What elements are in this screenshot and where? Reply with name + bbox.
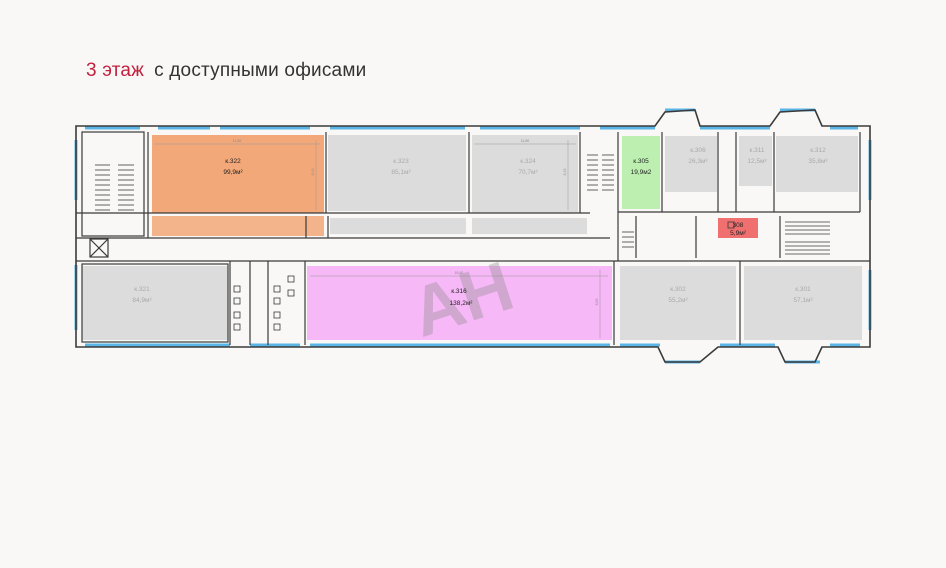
room-324-dim-height: 6,15 — [563, 169, 567, 176]
room-322-corridor-fill — [152, 216, 324, 236]
sanitary-fixtures — [233, 221, 735, 331]
room-316-number: к.316 — [451, 288, 467, 295]
room-305-area: 19,9м2 — [631, 169, 652, 176]
room-305-number: к.305 — [633, 158, 649, 165]
room-302-area: 55,2м² — [668, 297, 688, 304]
floor-subtitle: с доступными офисами — [154, 60, 367, 81]
room-311: к.311 12,5м² — [747, 147, 767, 165]
room-316-fill[interactable] — [307, 266, 612, 340]
dimension-lines — [154, 140, 608, 338]
room-321-area: 84,9м² — [132, 297, 152, 304]
room-302-number: к.302 — [670, 286, 686, 293]
room-324-area: 70,7м² — [518, 169, 538, 176]
room-301-area: 57,1м² — [793, 297, 813, 304]
room-306-number: к.306 — [690, 147, 706, 154]
floor-number: 3 этаж — [86, 60, 145, 81]
room-316-area: 138,2м² — [450, 300, 474, 307]
room-312: к.312 35,8м² — [808, 147, 828, 165]
room-322-number: к.322 — [225, 158, 241, 165]
outer-walls — [75, 109, 871, 363]
room-321: к.321 84,9м² — [132, 286, 152, 304]
room-301-number: к.301 — [795, 286, 811, 293]
room-324: к.324 70,7м² — [518, 158, 538, 176]
room-311-area: 12,5м² — [747, 158, 767, 165]
room-316-dim-width: 18,60 — [455, 271, 464, 275]
room-311-number: к.311 — [749, 147, 764, 154]
room-312-number: к.312 — [810, 147, 826, 154]
interior-walls — [76, 131, 870, 345]
room-322-area: 99,9м² — [223, 169, 243, 176]
room-324-dim-width: 11,60 — [521, 139, 530, 143]
room-322-dim-height: 6,15 — [311, 169, 315, 176]
room-305-fill[interactable] — [622, 136, 660, 209]
room-323-number: к.323 — [393, 158, 409, 165]
room-305[interactable]: к.305 19,9м2 — [631, 158, 652, 176]
room-321-number: к.321 — [134, 286, 150, 293]
room-316[interactable]: к.316 138,2м² — [450, 288, 474, 307]
room-302: к.302 55,2м² — [668, 286, 688, 304]
room-322[interactable]: к.322 99,9м² — [223, 158, 243, 176]
page-title: 3 этаж с доступными офисами — [86, 60, 366, 82]
room-322-dim-width: 11,60 — [233, 139, 242, 143]
room-306-area: 26,3м² — [688, 158, 708, 165]
room-322-fill[interactable] — [152, 135, 324, 213]
room-301: к.301 57,1м² — [793, 286, 813, 304]
room-324-number: к.324 — [520, 158, 536, 165]
room-306: к.306 26,3м² — [688, 147, 708, 165]
stairs — [95, 154, 830, 255]
room-312-area: 35,8м² — [808, 158, 828, 165]
room-316-dim-height: 6,53 — [595, 299, 599, 306]
room-308[interactable]: 308 5,9м² — [730, 222, 747, 237]
room-308-area: 5,9м² — [730, 230, 747, 237]
room-323-area: 85,1м² — [391, 169, 411, 176]
room-323: к.323 85,1м² — [391, 158, 411, 176]
room-308-number: 308 — [733, 222, 744, 229]
occupied-rooms — [82, 135, 862, 340]
